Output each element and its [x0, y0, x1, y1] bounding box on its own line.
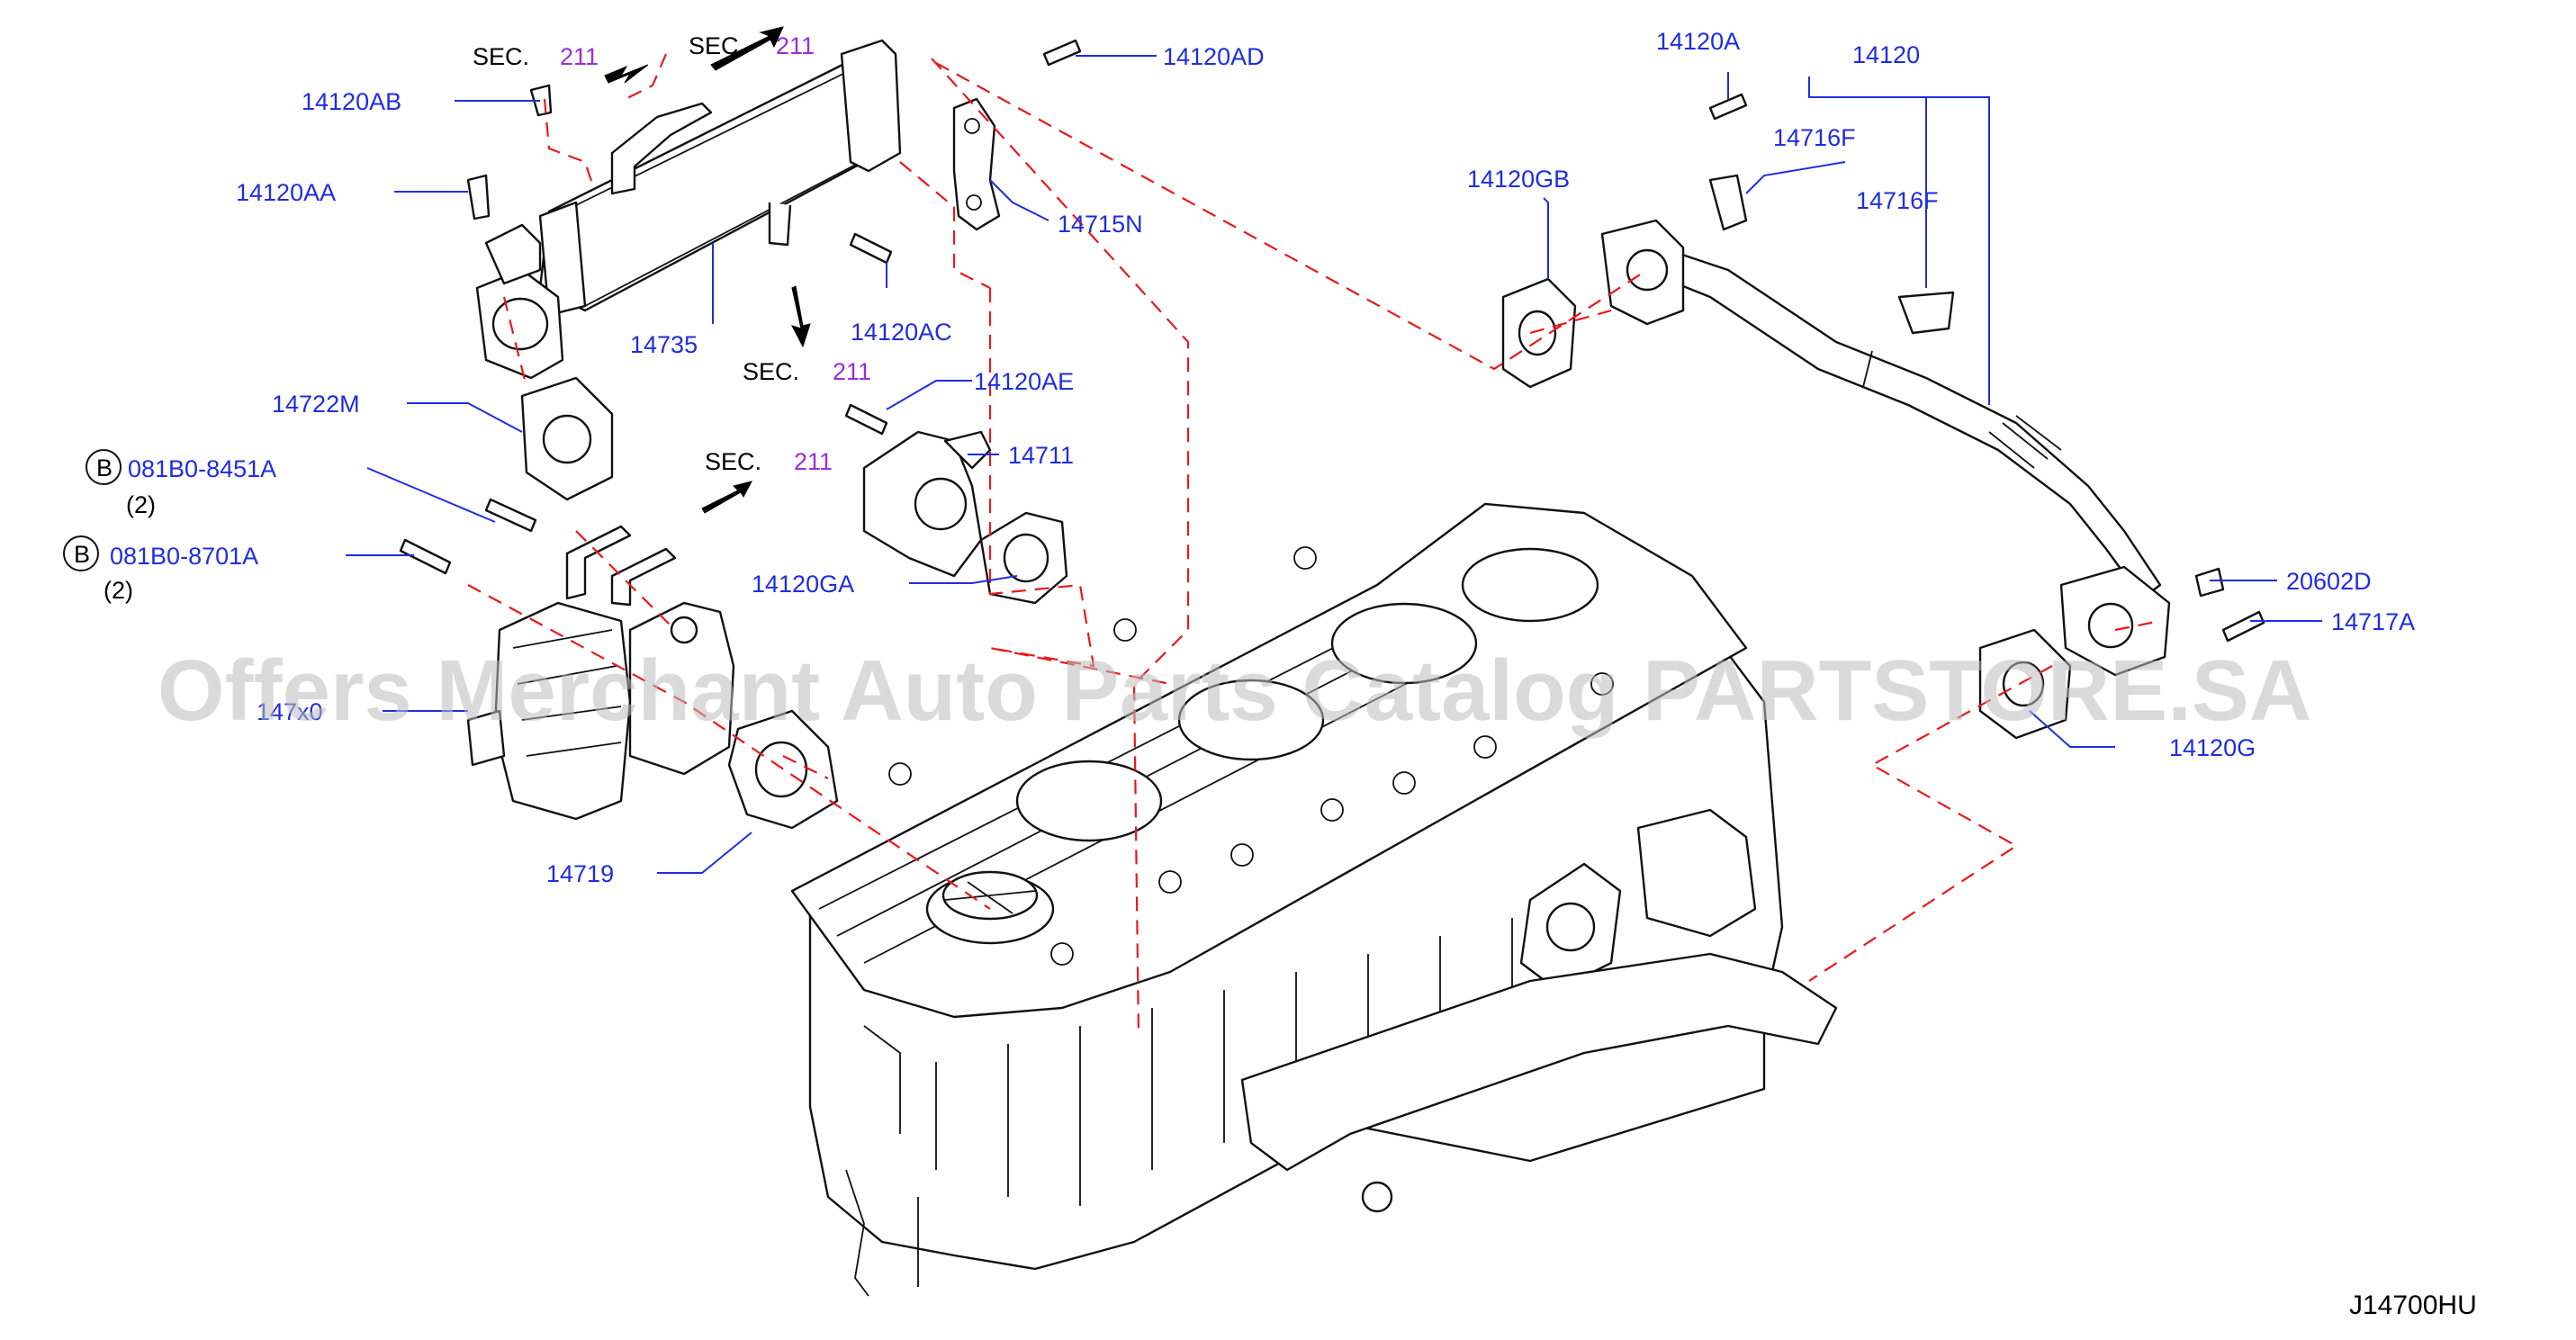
arrow-icon: [701, 481, 752, 514]
part-label-14120GB[interactable]: 14120GB: [1467, 166, 1570, 193]
bracket-illustration: [952, 97, 1001, 231]
egr-valve-illustration: [466, 376, 839, 830]
quantity-label: (2): [126, 491, 156, 518]
egr-cooler-illustration: [475, 39, 902, 380]
part-label-14711[interactable]: 14711: [1008, 442, 1074, 469]
sec-number: 211: [833, 358, 871, 385]
part-labels: 14120AB 14120AA 14722M B 081B0-8451A (2)…: [63, 28, 2415, 887]
part-label-14716F[interactable]: 14716F: [1856, 187, 1939, 214]
part-label-14120G[interactable]: 14120G: [2169, 734, 2256, 761]
part-label-081B0-8701A[interactable]: 081B0-8701A: [110, 543, 258, 570]
connection-lines: [467, 53, 2161, 1036]
diagram-code: J14700HU: [2349, 1291, 2477, 1320]
arrow-icon: [710, 26, 784, 71]
cylinder-head-illustration: [790, 502, 1838, 1297]
egr-tube-illustration: [1501, 174, 2171, 740]
part-label-14722M[interactable]: 14722M: [272, 391, 360, 418]
quantity-label: (2): [104, 577, 133, 604]
part-label-14120AB[interactable]: 14120AB: [302, 88, 401, 115]
watermark: Offers Merchant Auto Parts Catalog PARTS…: [158, 643, 2311, 739]
bolt-icon: [466, 174, 491, 220]
part-label-14120GA[interactable]: 14120GA: [752, 571, 854, 598]
part-label-14120[interactable]: 14120: [1852, 41, 1920, 68]
bolt-icon: [399, 538, 452, 575]
part-label-147x0[interactable]: 147x0: [257, 698, 323, 725]
part-label-14735[interactable]: 14735: [630, 331, 698, 358]
part-label-14120AA[interactable]: 14120AA: [236, 179, 336, 206]
part-label-081B0-8451A[interactable]: 081B0-8451A: [128, 455, 276, 482]
sec-number: 211: [776, 32, 815, 59]
bolt-icon: [2194, 567, 2225, 598]
bolt-icon: [844, 403, 888, 436]
section-references: SEC. 211 SEC. 211 SEC. 211 SEC. 211: [473, 32, 871, 475]
sec-number: 211: [794, 448, 833, 475]
bolt-icon: [2221, 610, 2265, 643]
part-label-20602D[interactable]: 20602D: [2286, 568, 2372, 595]
arrow-icon: [604, 64, 649, 84]
sec-label: SEC.: [473, 43, 529, 70]
bolt-icon: [1042, 39, 1082, 67]
bolt-prefix-badge: [63, 535, 99, 571]
arrow-icon: [791, 285, 811, 348]
bolt-icon: [484, 498, 537, 533]
bolt-prefix-letter: B: [74, 541, 90, 568]
sec-label: SEC.: [705, 448, 761, 475]
part-label-14719[interactable]: 14719: [546, 860, 614, 887]
part-label-14120AD[interactable]: 14120AD: [1163, 43, 1265, 70]
sec-label: SEC.: [689, 32, 745, 59]
bolt-icon: [849, 232, 893, 265]
leader-lines: [346, 55, 2322, 874]
section-arrows: [604, 26, 811, 514]
sec-label: SEC.: [743, 358, 799, 385]
bolt-prefix-letter: B: [96, 454, 113, 481]
sec-number: 211: [560, 43, 599, 70]
part-label-14120AC[interactable]: 14120AC: [851, 319, 952, 346]
bolt-icon: [1708, 93, 1748, 121]
bolt-prefix-badge: [86, 449, 122, 485]
bolt-icons: [399, 39, 2265, 643]
part-label-14715N[interactable]: 14715N: [1058, 211, 1143, 238]
part-label-14120AE[interactable]: 14120AE: [974, 368, 1074, 395]
egr-housing-illustration: [862, 430, 1068, 605]
part-label-14717A[interactable]: 14717A: [2331, 608, 2415, 635]
part-label-14716F[interactable]: 14716F: [1773, 124, 1856, 151]
part-label-14120A[interactable]: 14120A: [1656, 28, 1740, 55]
